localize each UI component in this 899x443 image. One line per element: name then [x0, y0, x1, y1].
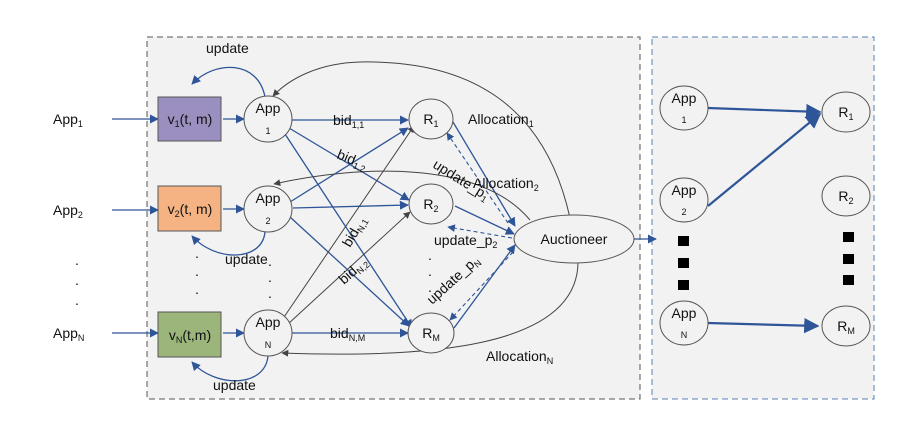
- result-ellipsis-left: [678, 236, 689, 290]
- svg-text:2: 2: [265, 216, 270, 226]
- svg-text:.: .: [75, 292, 79, 308]
- svg-text:2: 2: [681, 207, 686, 217]
- svg-text:.: .: [268, 285, 272, 301]
- result-ellipsis-right: [843, 232, 854, 285]
- r2-to-auctioneer: [454, 205, 515, 235]
- svg-text:R2: R2: [423, 196, 438, 214]
- svg-text:1: 1: [681, 115, 686, 125]
- result-resource-m: RM: [821, 305, 871, 347]
- allocation-label-n: AllocationN: [486, 348, 553, 366]
- app-node-n: App N: [243, 309, 293, 357]
- svg-text:.: .: [195, 245, 199, 261]
- svg-text:.: .: [75, 252, 79, 268]
- svg-text:Auctioneer: Auctioneer: [541, 231, 608, 247]
- value-box-1: v1(t, m): [157, 96, 222, 142]
- svg-text:RM: RM: [837, 318, 855, 336]
- input-label-2: App2: [53, 202, 83, 220]
- result-app-1: App 1: [659, 85, 709, 131]
- app-node-2: App 2: [243, 185, 293, 233]
- value-box-2-label: v2(t, m): [168, 201, 213, 219]
- r1-to-auctioneer: [452, 121, 516, 227]
- svg-text:App: App: [672, 90, 697, 106]
- allocation-label-1: Allocation1: [468, 111, 534, 129]
- svg-text:.: .: [428, 247, 432, 263]
- bid-arrow-n-2: [287, 211, 411, 325]
- bid-arrow-1-m: [284, 133, 413, 329]
- svg-text:App: App: [672, 305, 697, 321]
- result-arrow-2-1: [707, 113, 822, 207]
- input-label-1: App1: [53, 111, 83, 129]
- svg-text:.: .: [195, 281, 199, 297]
- svg-text:.: .: [428, 279, 432, 295]
- allocation-arrow-n: [281, 259, 579, 357]
- svg-text:.: .: [75, 272, 79, 288]
- update-loop-1: [191, 66, 266, 98]
- svg-text:App: App: [256, 190, 281, 206]
- allocation-arrow-2: [273, 170, 531, 221]
- svg-text:App: App: [256, 314, 281, 330]
- allocation-label-2: Allocation2: [473, 175, 539, 193]
- bid-arrow-2-m: [289, 216, 410, 327]
- update-label-1: update: [206, 40, 249, 56]
- value-box-1-label: v1(t, m): [168, 111, 213, 129]
- svg-text:R1: R1: [838, 104, 853, 122]
- update-p2-arrow: [447, 224, 513, 239]
- result-resource-2: R2: [821, 175, 871, 217]
- result-resource-1: R1: [821, 91, 871, 133]
- app-node-1: App 1: [243, 95, 293, 143]
- svg-text:R2: R2: [838, 188, 853, 206]
- auctioneer-node: Auctioneer: [513, 214, 635, 264]
- value-box-n-label: vN(t,m): [169, 327, 211, 345]
- rm-to-auctioneer: [453, 244, 516, 329]
- input-label-n: AppN: [53, 325, 84, 343]
- update-loop-n: [191, 355, 269, 382]
- bid-label-n-m: bidN,M: [330, 325, 365, 343]
- svg-text:N: N: [681, 330, 688, 340]
- svg-text:.: .: [268, 253, 272, 269]
- input-dots: . . .: [75, 252, 79, 308]
- allocation-arrow-1: [272, 61, 571, 219]
- update-pn-arrow: [449, 251, 514, 321]
- svg-text:.: .: [428, 263, 432, 279]
- update-loop-2: [191, 231, 266, 256]
- bid-label-1-1: bid1,1: [333, 112, 364, 130]
- bid-arrow-1-2: [288, 127, 410, 201]
- bid-label-1-2: bid1,2: [334, 146, 370, 174]
- bid-arrow-2-1: [289, 127, 409, 203]
- resource-node-1: R1: [408, 98, 454, 140]
- value-box-n: vN(t,m): [157, 311, 222, 358]
- svg-text:App: App: [256, 100, 281, 116]
- update-label-n: update: [213, 377, 256, 393]
- svg-text:App: App: [672, 182, 697, 198]
- svg-text:1: 1: [265, 126, 270, 136]
- update-p2-label: update_p2: [434, 232, 497, 250]
- svg-text:RM: RM: [422, 325, 440, 343]
- svg-text:.: .: [195, 263, 199, 279]
- resource-node-2: R2: [408, 183, 454, 225]
- result-app-2: App 2: [659, 177, 709, 223]
- result-arrow-1-1: [707, 103, 822, 120]
- svg-text:R1: R1: [423, 111, 438, 129]
- result-app-n: App N: [659, 300, 709, 346]
- svg-text:.: .: [268, 269, 272, 285]
- svg-text:N: N: [265, 340, 272, 350]
- resource-node-m: RM: [407, 312, 455, 354]
- bid-arrow-2-2: [292, 200, 409, 210]
- app-column-dots: . . . . . . . . .: [195, 245, 432, 301]
- update-label-2: update: [225, 251, 268, 267]
- result-arrow-n-m: [707, 317, 820, 334]
- bid-arrow-n-1: [281, 125, 415, 321]
- value-box-2: v2(t, m): [157, 185, 222, 232]
